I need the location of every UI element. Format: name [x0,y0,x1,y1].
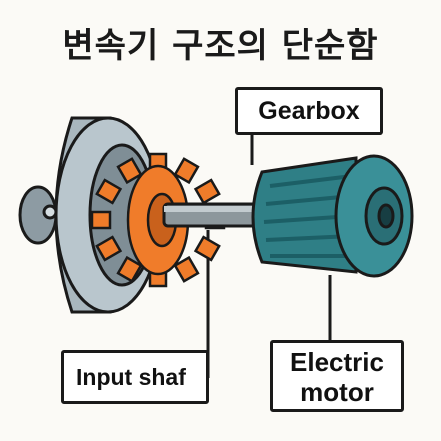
electric-motor-label: Electric motor [270,340,404,412]
electric-motor [251,154,414,278]
gearbox-label: Gearbox [235,87,383,135]
gear-icon [90,152,226,288]
electric-motor-label-line1: Electric [290,347,384,377]
electric-motor-label-line2: motor [300,377,374,407]
housing-bolt-icon [42,204,58,220]
diagram-title: 변속기 구조의 단순함 [62,26,379,66]
input-shaft-label: Input shaf [61,350,209,404]
motor-shaft-end [377,203,395,229]
